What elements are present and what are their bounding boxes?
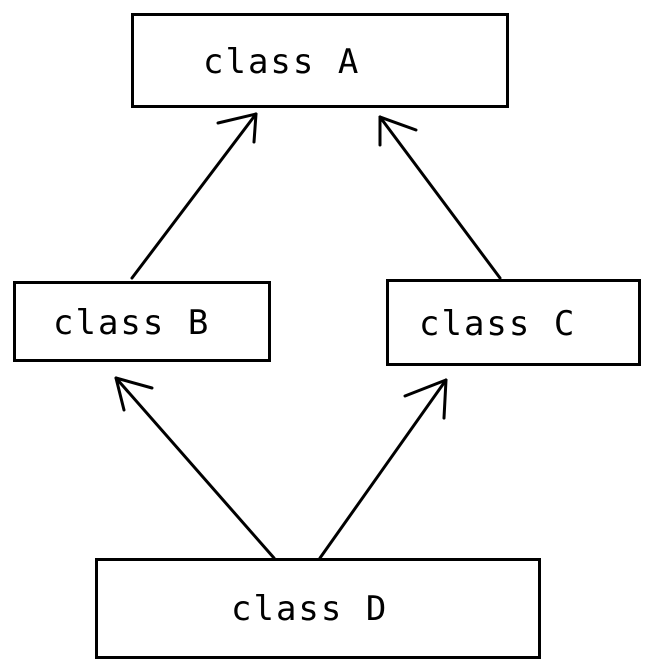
edge-d-to-b-line	[114, 376, 276, 560]
class-a-label: class A	[203, 42, 361, 82]
class-b-box	[13, 281, 271, 362]
edge-d-to-c-arrowhead	[403, 378, 448, 420]
edge-b-to-a-line	[130, 112, 258, 280]
class-c-box	[386, 279, 641, 366]
class-b-label: class B	[53, 303, 211, 343]
class-d-label: class D	[231, 589, 389, 629]
edge-d-to-b	[114, 376, 276, 560]
class-c-label: class C	[419, 304, 577, 344]
class-a-box	[131, 13, 509, 108]
edge-b-to-a-arrowhead	[216, 112, 258, 144]
class-d-box	[95, 558, 541, 659]
edge-b-to-a	[130, 112, 258, 280]
edge-d-to-c	[318, 378, 448, 560]
edge-c-to-a	[378, 115, 502, 280]
edge-c-to-a-arrowhead	[378, 115, 418, 147]
edge-c-to-a-line	[378, 115, 502, 280]
edge-d-to-c-line	[318, 378, 448, 560]
edge-d-to-b-arrowhead	[114, 376, 154, 412]
